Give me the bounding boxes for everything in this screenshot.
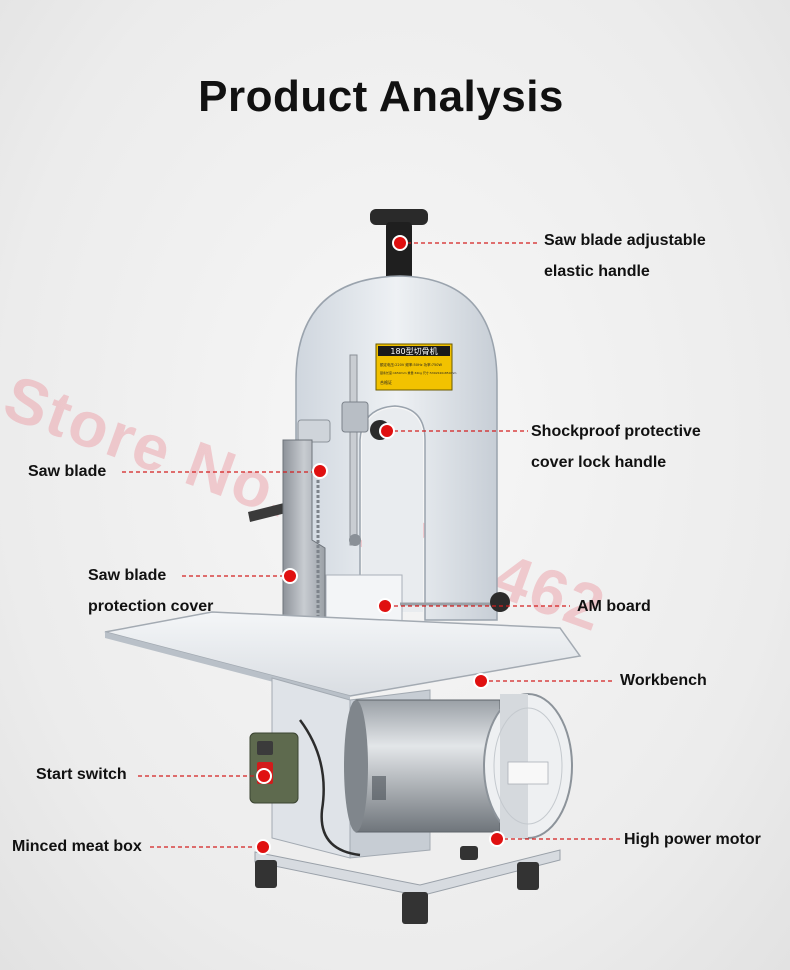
page-title: Product Analysis [198, 72, 564, 121]
label-saw-blade-protection-cover: Saw blade protection cover [88, 567, 214, 615]
workbench-surface [104, 611, 582, 697]
dot-am-board [377, 598, 393, 614]
dot-high-power-motor [489, 831, 505, 847]
callout-leaders [122, 242, 620, 848]
foot-front-right [402, 892, 428, 924]
base-frame [254, 849, 561, 897]
dot-start-switch [256, 768, 272, 784]
svg-text:合格证: 合格证 [380, 379, 392, 385]
foot-front-left [255, 860, 277, 888]
label-am-board: AM board [577, 598, 651, 615]
start-switch-box [249, 732, 299, 804]
callout-dots [255, 235, 505, 855]
blade-guide-rod [349, 354, 358, 546]
adjust-knob-top [370, 209, 428, 225]
dot-minced-meat-box [255, 839, 271, 855]
foot-back-right [517, 862, 539, 890]
svg-text:锯条长度:1650mm 重量:32kg 尺寸:530x5: 锯条长度:1650mm 重量:32kg 尺寸:530x540x850mm [380, 370, 457, 375]
adjust-knob-stem [386, 222, 412, 282]
blade-support [297, 419, 331, 443]
power-cable [298, 719, 361, 857]
label-high-power-motor: High power motor [624, 831, 761, 848]
motor [344, 693, 573, 839]
dot-workbench [473, 673, 489, 689]
dot-saw-blade-adjustable-handle [392, 235, 408, 251]
label-saw-blade-adjustable-handle: Saw blade adjustable elastic handle [544, 232, 706, 280]
arch-window [362, 408, 423, 612]
label-start-switch: Start switch [36, 766, 127, 783]
spec-plate: 180型切骨机 额定电压:220V 频率:50Hz 功率:750W 锯条长度:1… [375, 343, 457, 391]
blade-guide-clamp [341, 401, 369, 433]
label-saw-blade: Saw blade [28, 463, 107, 480]
spec-plate-title: 180型切骨机 [390, 346, 437, 356]
dot-saw-blade [312, 463, 328, 479]
dot-shockproof-cover-lock-handle [379, 423, 395, 439]
svg-text:额定电压:220V 频率:50Hz 功率:750W: 额定电压:220V 频率:50Hz 功率:750W [380, 362, 442, 367]
label-workbench: Workbench [620, 672, 707, 689]
label-minced-meat-box: Minced meat box [12, 838, 142, 855]
dot-saw-blade-protection-cover [282, 568, 298, 584]
am-board-knob [490, 592, 510, 612]
label-shockproof-cover-lock-handle: Shockproof protective cover lock handle [531, 423, 701, 471]
